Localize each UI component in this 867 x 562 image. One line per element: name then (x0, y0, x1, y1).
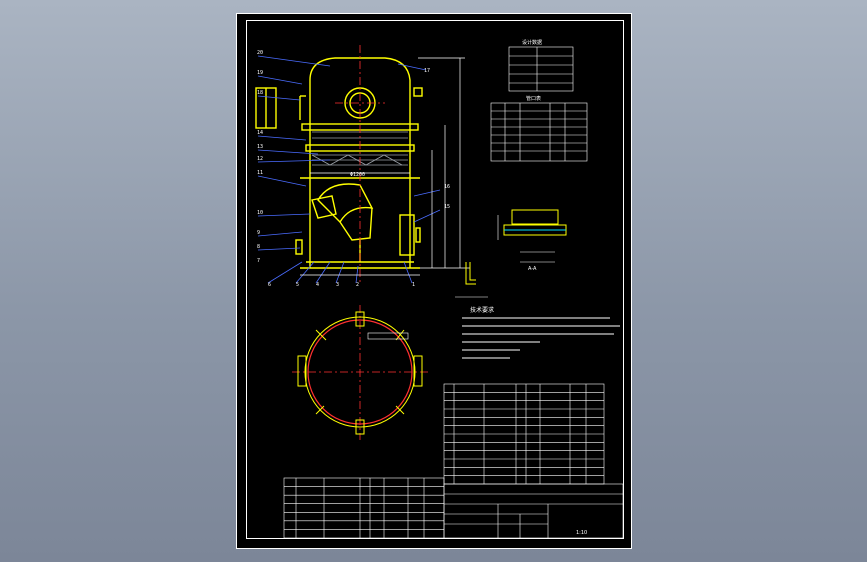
svg-text:5: 5 (296, 282, 299, 288)
vessel-plan (297, 311, 423, 435)
callout-numbers: 20 19 18 14 13 12 11 10 9 8 7 6 5 4 3 2 1 17 16 1… (257, 50, 450, 288)
svg-text:20: 20 (257, 50, 263, 56)
centerlines (292, 45, 428, 440)
section-label: A-A (528, 266, 537, 272)
title-block (443, 483, 624, 539)
parts-list-right (443, 383, 605, 485)
svg-text:15: 15 (444, 204, 450, 210)
svg-text:1: 1 (412, 282, 415, 288)
inner-frame (246, 20, 624, 539)
svg-text:18: 18 (257, 90, 263, 96)
svg-text:8: 8 (257, 244, 260, 250)
vessel-elevation (255, 57, 423, 269)
svg-text:17: 17 (424, 68, 430, 74)
svg-text:7: 7 (257, 258, 260, 264)
scale-label: 1:10 (576, 530, 587, 536)
technical-notes (462, 317, 620, 359)
dimension-lines (300, 57, 470, 276)
svg-text:14: 14 (257, 130, 263, 136)
parts-list-left (283, 477, 445, 539)
dim-width-label: Φ1200 (350, 172, 365, 178)
detail-sketch (465, 262, 476, 285)
svg-text:11: 11 (257, 170, 263, 176)
svg-text:2: 2 (356, 282, 359, 288)
outer-border (236, 13, 632, 549)
svg-text:19: 19 (257, 70, 263, 76)
drawing-sheet (236, 13, 632, 549)
svg-text:4: 4 (316, 282, 319, 288)
nozzle-table-title: 管口表 (526, 95, 541, 102)
section-detail (497, 209, 567, 263)
design-data-table (508, 46, 574, 92)
technical-notes-title: 技术要求 (470, 306, 494, 314)
svg-text:3: 3 (336, 282, 339, 288)
nozzle-table (490, 102, 588, 162)
svg-text:6: 6 (268, 282, 271, 288)
leader-lines (257, 55, 441, 284)
svg-text:16: 16 (444, 184, 450, 190)
svg-text:9: 9 (257, 230, 260, 236)
design-data-title: 设计数据 (522, 39, 542, 46)
svg-text:13: 13 (257, 144, 263, 150)
svg-text:12: 12 (257, 156, 263, 162)
svg-text:10: 10 (257, 210, 263, 216)
